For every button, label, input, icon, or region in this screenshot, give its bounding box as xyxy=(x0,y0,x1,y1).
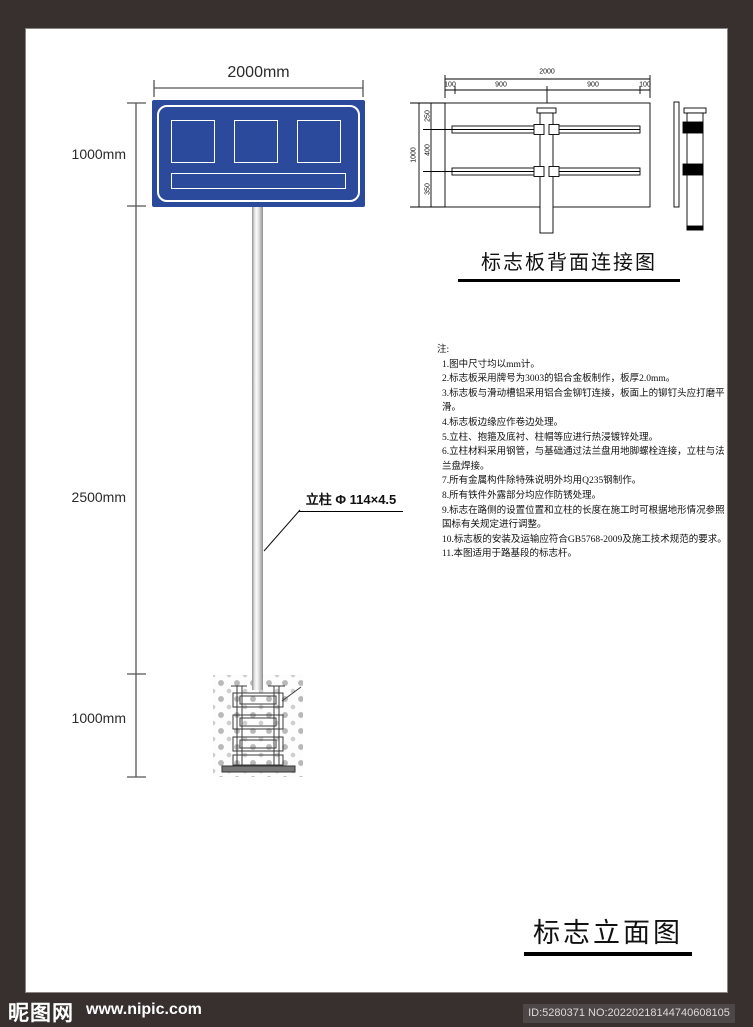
back-dim-hseg-1: 250 xyxy=(424,110,432,122)
sign-border xyxy=(157,105,360,202)
note-item-11: 11.本图适用于路基段的标志杆。 xyxy=(442,549,578,560)
note-item-1: 1.图中尺寸均以mm计。 xyxy=(442,359,540,370)
back-dim-seg-2: 900 xyxy=(495,81,507,89)
nipic-site-url: www.nipic.com xyxy=(86,1001,202,1018)
note-item-2: 2.标志板采用牌号为3003的铝合金板制作，板厚2.0mm。 xyxy=(442,374,676,385)
sign-symbol-square-2 xyxy=(234,120,278,163)
dim-sign-height: 1000mm xyxy=(71,146,126,162)
note-item-6: 6.立柱材料采用钢管，与基础通过法兰盘用地脚螺栓连接，立柱与法兰盘焊接。 xyxy=(442,447,725,472)
note-item-5: 5.立柱、抱箍及底衬、柱帽等应进行热浸镀锌处理。 xyxy=(442,432,659,443)
note-item-9: 9.标志在路侧的设置位置和立柱的长度在施工时可根据地形情况参照国标有关规定进行调… xyxy=(442,505,725,531)
note-item-3: 3.标志板与滑动槽铝采用铝合金铆钉连接，板面上的铆钉头应打磨平滑。 xyxy=(442,388,725,414)
note-item-8: 8.所有铁件外露部分均应作防锈处理。 xyxy=(442,490,602,501)
image-id-badge: ID:5280371 NO:20220218144740608105 xyxy=(523,1004,735,1023)
note-item-7: 7.所有金属构件除特殊说明外均用Q235钢制作。 xyxy=(442,476,642,487)
drawing-title: 标志立面图 xyxy=(524,911,692,956)
note-item-10: 10.标志板的安装及运输应符合GB5768-2009及施工技术规范的要求。 xyxy=(442,534,727,545)
dim-sign-width: 2000mm xyxy=(227,64,290,81)
back-dim-seg-3: 900 xyxy=(587,81,599,89)
dim-pole-height: 2500mm xyxy=(71,489,126,505)
back-dim-seg-4: 100 xyxy=(639,81,651,89)
back-dim-hseg-2: 400 xyxy=(424,144,432,156)
notes-heading: 注: xyxy=(437,345,450,355)
sign-symbol-square-3 xyxy=(297,120,341,163)
dim-foundation-depth: 1000mm xyxy=(71,710,126,726)
sign-board xyxy=(152,100,365,207)
back-dim-total-width: 2000 xyxy=(539,68,555,76)
back-dim-total-height: 1000 xyxy=(410,147,418,163)
sign-pole xyxy=(252,207,263,690)
pole-spec-label: 立柱 Φ 114×4.5 xyxy=(299,489,403,512)
notes-section: 注: 1.图中尺寸均以mm计。 2.标志板采用牌号为3003的铝合金板制作，板厚… xyxy=(437,343,727,562)
note-item-4: 4.标志板边缘应作卷边处理。 xyxy=(442,417,564,428)
sign-text-bar xyxy=(171,173,346,189)
back-view-title: 标志板背面连接图 xyxy=(458,246,680,282)
nipic-logo: 昵图网 xyxy=(8,1002,74,1025)
back-dim-hseg-3: 350 xyxy=(424,183,432,195)
foundation-block xyxy=(213,675,303,777)
sign-symbol-square-1 xyxy=(171,120,215,163)
back-dim-seg-1: 100 xyxy=(444,81,456,89)
